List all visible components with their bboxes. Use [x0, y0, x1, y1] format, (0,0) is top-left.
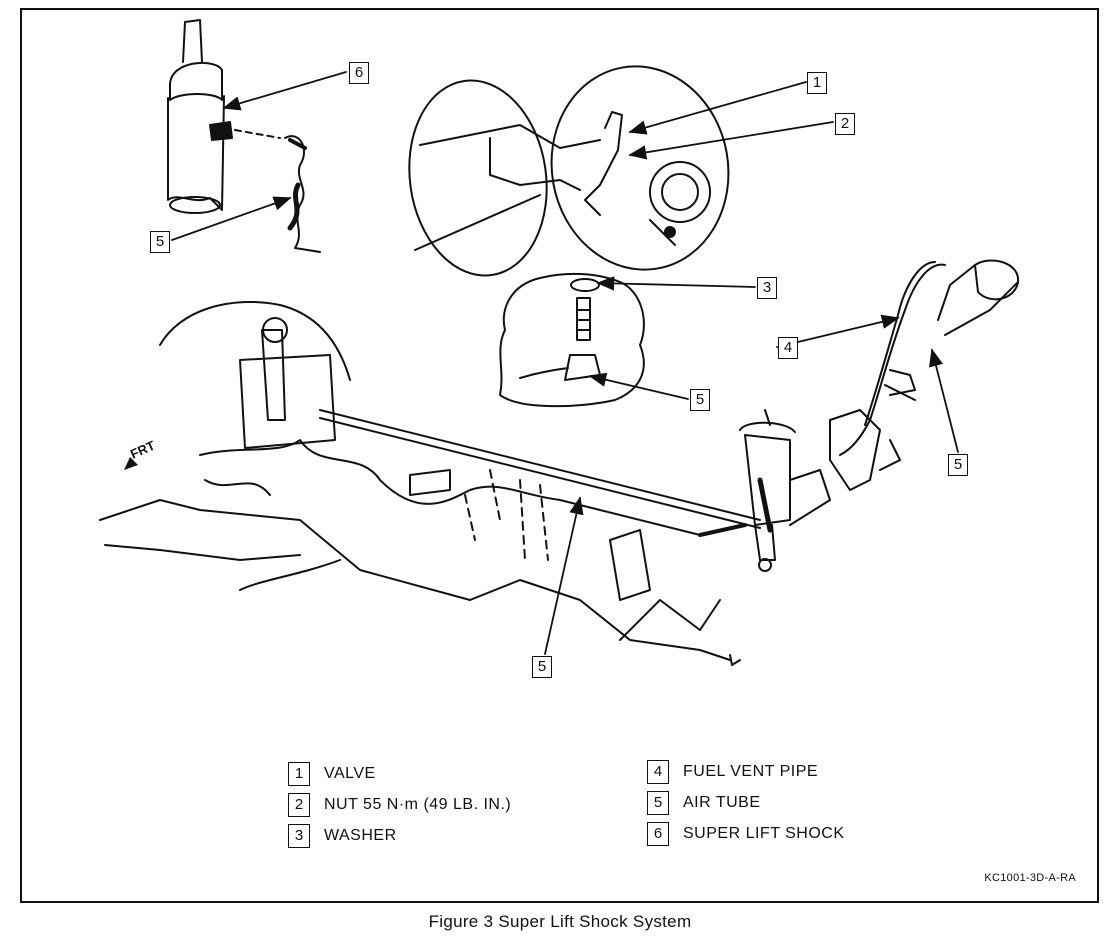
figure-frame: [20, 8, 1099, 903]
legend-label: AIR TUBE: [683, 794, 761, 811]
legend-number: 1: [288, 762, 310, 786]
legend-number: 5: [647, 791, 669, 815]
legend-item: 6 SUPER LIFT SHOCK: [647, 822, 845, 846]
legend-number: 3: [288, 824, 310, 848]
legend-number: 4: [647, 760, 669, 784]
figure-caption: Figure 3 Super Lift Shock System: [428, 912, 692, 931]
legend-item: 4 FUEL VENT PIPE: [647, 760, 818, 784]
legend-label: NUT 55 N·m (49 LB. IN.): [324, 796, 512, 813]
callout-5-inset: 5: [690, 389, 710, 411]
callout-4: 4: [778, 337, 798, 359]
legend-item: 2 NUT 55 N·m (49 LB. IN.): [288, 793, 511, 817]
legend-item: 3 WASHER: [288, 824, 397, 848]
legend-label: VALVE: [324, 765, 376, 782]
callout-3: 3: [757, 277, 777, 299]
leader-lines: [171, 71, 959, 655]
legend-item: 1 VALVE: [288, 762, 376, 786]
fuel-door-drawing: [408, 65, 730, 277]
callout-6: 6: [349, 62, 369, 84]
chassis-drawing: [99, 301, 761, 666]
valve-inset-drawing: [499, 272, 645, 408]
right-shock-and-filler-drawing: [698, 259, 1020, 572]
legend-item: 5 AIR TUBE: [647, 791, 761, 815]
callout-5-chassis: 5: [532, 656, 552, 678]
callout-5-shock: 5: [150, 231, 170, 253]
callout-2: 2: [835, 113, 855, 135]
figure-code: KC1001-3D-A-RA: [984, 872, 1076, 884]
legend-label: WASHER: [324, 827, 397, 844]
shock-detail-drawing: [167, 19, 321, 253]
callout-1: 1: [807, 72, 827, 94]
frt-arrow: [124, 457, 138, 470]
legend-number: 2: [288, 793, 310, 817]
legend-label: SUPER LIFT SHOCK: [683, 825, 845, 842]
callout-5-filler: 5: [948, 454, 968, 476]
legend-number: 6: [647, 822, 669, 846]
legend-label: FUEL VENT PIPE: [683, 763, 819, 780]
